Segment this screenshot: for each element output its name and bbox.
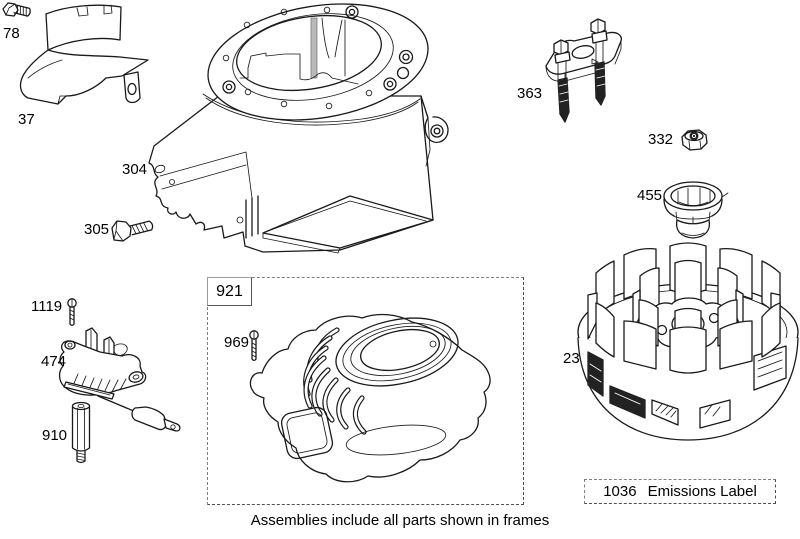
caption: Assemblies include all parts shown in fr…: [250, 512, 550, 529]
part-label-969: 969: [224, 334, 250, 351]
part-label-474: 474: [41, 353, 67, 370]
part-label-910: 910: [42, 427, 68, 444]
emissions-label-box: 1036 Emissions Label: [584, 479, 776, 504]
part-78-screw-drawing: [2, 2, 31, 17]
part-label-363: 363: [517, 85, 543, 102]
part-474-ignition-armature-drawing: [58, 327, 181, 432]
part-label-78: 78: [3, 25, 20, 42]
part-37-guard-drawing: [19, 4, 149, 105]
emissions-text: Emissions Label: [647, 483, 757, 500]
part-332-nut-drawing: [681, 129, 708, 151]
part-label-332: 332: [648, 131, 674, 148]
part-363-puller-drawing: [545, 18, 622, 123]
part-910-spacer-drawing: [71, 401, 91, 464]
part-label-1119: 1119: [31, 298, 63, 315]
part-304-blower-housing-drawing: [148, 3, 449, 254]
part-305-screw-drawing: [111, 220, 154, 242]
part-label-455: 455: [637, 187, 663, 204]
assembly-frame-921: [207, 277, 524, 505]
part-921-starter-cover-drawing: [249, 313, 491, 483]
part-label-37: 37: [18, 111, 35, 128]
emissions-number: 1036: [603, 483, 637, 500]
frame-label-921: 921: [207, 277, 252, 306]
part-455-cup-drawing: [663, 181, 729, 239]
part-label-304: 304: [122, 161, 148, 178]
part-1119-screw-drawing: [67, 298, 77, 327]
part-label-305: 305: [84, 221, 110, 238]
part-969-screw-drawing: [249, 330, 259, 362]
part-label-23: 23: [563, 350, 580, 367]
part-23-flywheel-drawing: [577, 242, 799, 441]
